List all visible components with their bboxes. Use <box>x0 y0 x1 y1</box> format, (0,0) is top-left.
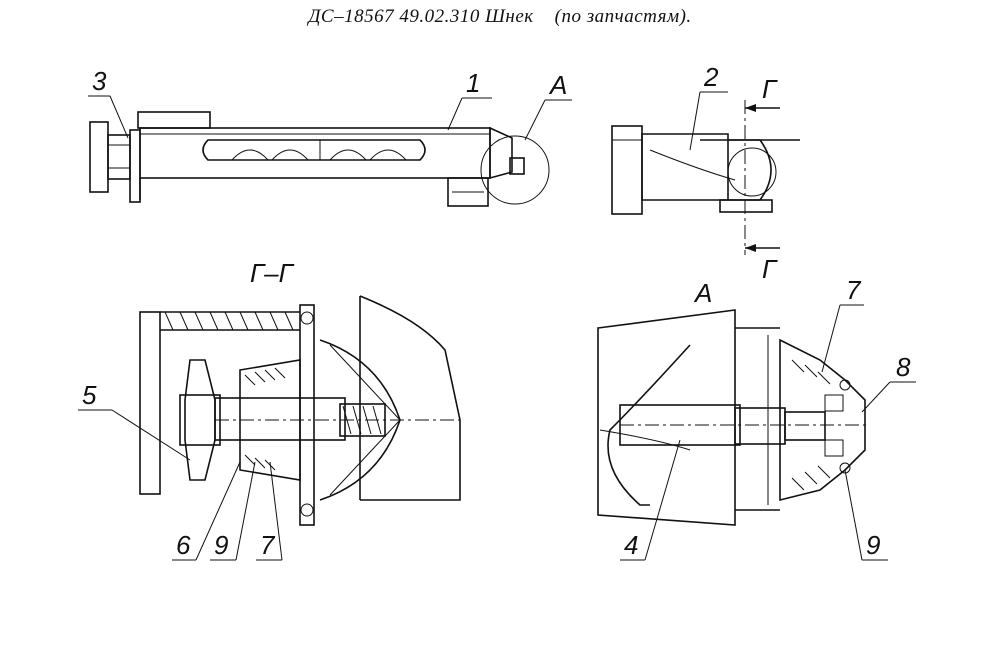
callout-2: 2 <box>703 62 719 92</box>
callout-3: 3 <box>92 66 107 96</box>
end-view <box>611 100 800 255</box>
callout-4: 4 <box>624 530 638 560</box>
callout-1: 1 <box>466 68 480 98</box>
callout-7-left: 7 <box>260 530 276 560</box>
callout-9-left: 9 <box>214 530 228 560</box>
callout-9-right: 9 <box>866 530 880 560</box>
callout-8: 8 <box>896 352 911 382</box>
detail-label: А <box>693 278 712 308</box>
detail-view <box>597 309 870 526</box>
cut-mark-top: Г <box>762 74 778 104</box>
cut-mark-bottom: Г <box>762 254 778 284</box>
side-view <box>89 111 550 207</box>
drawing-title: ДС–18567 49.02.310 Шнек (по запчастям). <box>0 6 1000 28</box>
callout-6: 6 <box>176 530 191 560</box>
section-label: Г–Г <box>250 258 295 288</box>
callout-a: А <box>548 70 567 100</box>
drawing-title-main: ДС–18567 49.02.310 Шнек <box>308 6 534 27</box>
leader-lines <box>78 91 916 561</box>
callout-5: 5 <box>82 380 97 410</box>
section-view <box>139 295 461 526</box>
callout-7-right: 7 <box>846 275 862 305</box>
drawing-title-sub: (по запчастям). <box>554 6 692 27</box>
